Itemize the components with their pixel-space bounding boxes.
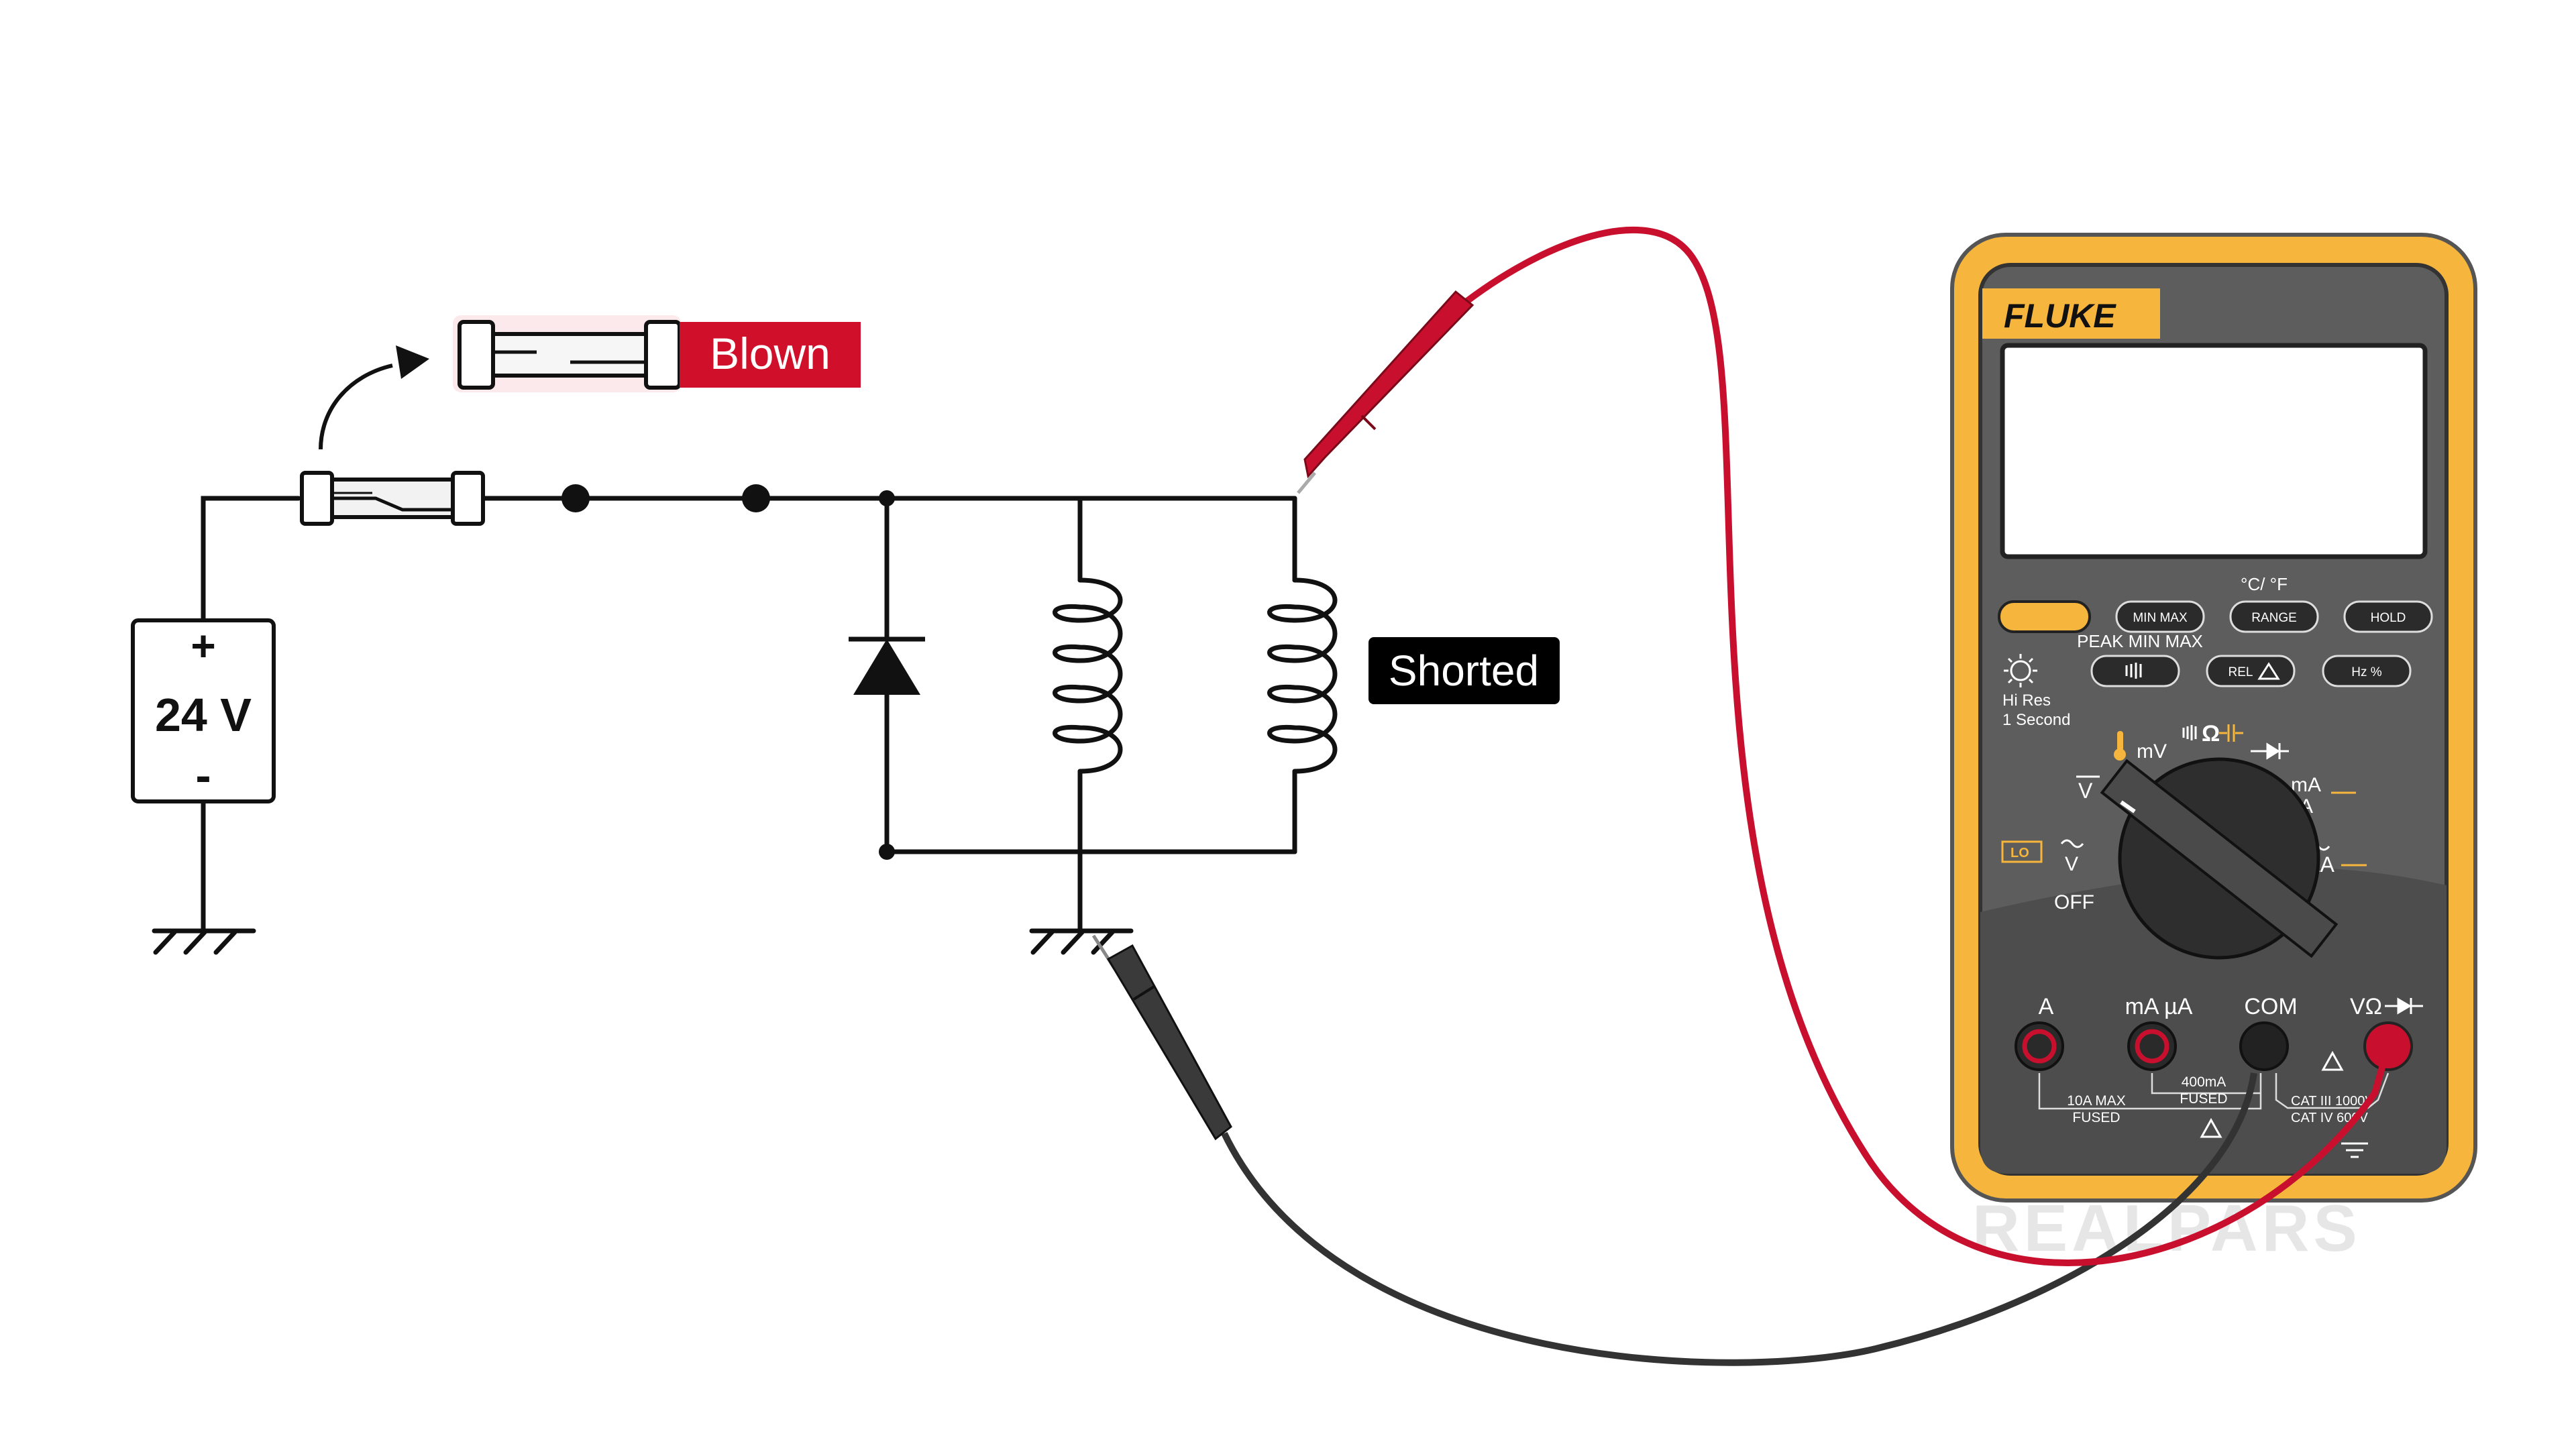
ground-symbol-left xyxy=(152,928,256,955)
hz-button[interactable]: Hz % xyxy=(2322,655,2412,687)
callout-arrow xyxy=(319,345,429,450)
junction-dots xyxy=(561,484,895,860)
jack-a-label: A xyxy=(2039,994,2054,1019)
fuse-10a-line1: 10A MAX xyxy=(2067,1093,2126,1109)
svg-text:HOLD: HOLD xyxy=(2371,611,2406,625)
fuse-400ma-line2: FUSED xyxy=(2180,1091,2227,1107)
dial-vdc-label: V xyxy=(2078,779,2093,803)
relay-coil-2 xyxy=(1267,577,1338,774)
jack-diode-icon xyxy=(2385,997,2423,1015)
rel-button[interactable]: REL xyxy=(2206,655,2296,687)
jack-bracket-lines xyxy=(2038,1072,2390,1110)
warning-icon xyxy=(2200,1050,2344,1138)
jack-com[interactable] xyxy=(2239,1021,2289,1071)
range-button[interactable]: RANGE xyxy=(2229,600,2319,633)
black-test-lead xyxy=(1091,934,2257,1366)
svg-text:LO: LO xyxy=(2010,846,2029,860)
beeper-button[interactable] xyxy=(2090,655,2180,687)
dial-off-label: OFF xyxy=(2054,891,2094,913)
circuit-wiring xyxy=(201,496,1297,932)
hold-button[interactable]: HOLD xyxy=(2343,600,2433,633)
cat-rating-line1: CAT III 1000V xyxy=(2291,1094,2374,1109)
realpars-watermark: REALPARS xyxy=(1972,1191,2361,1265)
capacitor-icon xyxy=(2219,724,2243,742)
dial-pointer xyxy=(2120,800,2136,814)
lo-icon: LO xyxy=(2001,840,2043,863)
jack-ma-ua[interactable] xyxy=(2127,1021,2177,1071)
shorted-badge: Shorted xyxy=(1368,637,1560,704)
one-second-label: 1 Second xyxy=(2002,711,2070,729)
svg-text:RANGE: RANGE xyxy=(2251,611,2297,625)
ground-icon-meter xyxy=(2341,1142,2368,1158)
sun-icon xyxy=(2004,654,2037,687)
thermometer-icon xyxy=(2114,731,2126,761)
relay-coil-1 xyxy=(1053,577,1123,774)
jack-ma-ua-label: mA µA xyxy=(2125,994,2193,1019)
fuse-10a-line2: FUSED xyxy=(2072,1110,2120,1125)
fuse-enlarged: Blown xyxy=(453,315,861,392)
flyback-diode xyxy=(849,636,925,695)
meter-brand: FLUKE xyxy=(2004,297,2116,335)
ac-symbol xyxy=(2060,839,2084,848)
svg-text:MIN MAX: MIN MAX xyxy=(2133,611,2188,625)
supply-minus: - xyxy=(195,749,211,801)
red-test-lead xyxy=(1297,226,2392,1266)
rotary-dial[interactable] xyxy=(2100,757,2339,960)
jack-com-label: COM xyxy=(2244,994,2297,1019)
dial-mv-label: mV xyxy=(2137,740,2167,763)
temp-unit-label: °C/ °F xyxy=(2241,574,2288,594)
jack-a[interactable] xyxy=(2015,1021,2064,1071)
fuse-400ma-line1: 400mA xyxy=(2182,1074,2226,1090)
continuity-icon xyxy=(2182,725,2197,740)
dial-vac-label: V xyxy=(2065,853,2078,875)
peak-minmax-label: PEAK MIN MAX xyxy=(2077,631,2203,651)
jack-v-ohm-label: VΩ xyxy=(2350,994,2382,1019)
voltage-source: + 24 V - xyxy=(131,618,276,803)
dial-ohm-label: Ω xyxy=(2202,721,2220,746)
sound-icon xyxy=(2125,663,2142,679)
supply-voltage-label: 24 V xyxy=(155,689,252,741)
supply-plus: + xyxy=(191,622,215,670)
dial-ma-label: mA xyxy=(2291,774,2321,796)
svg-text:Hz %: Hz % xyxy=(2351,665,2382,679)
fuse-in-circuit xyxy=(300,471,485,526)
diode-icon xyxy=(2251,742,2289,760)
meter-display xyxy=(2000,343,2428,559)
fluke-multimeter: FLUKE °C/ °F MIN MAX RANGE HOLD PEAK MIN… xyxy=(1950,233,2477,1203)
hires-label: Hi Res xyxy=(2002,691,2051,710)
fuse-status-label: Blown xyxy=(710,329,830,378)
delta-icon xyxy=(2257,662,2280,680)
coil-status-label: Shorted xyxy=(1389,647,1539,695)
ground-symbol-right xyxy=(1029,928,1134,955)
yellow-function-button[interactable] xyxy=(1998,600,2091,633)
svg-text:REL: REL xyxy=(2229,665,2253,679)
minmax-button[interactable]: MIN MAX xyxy=(2115,600,2205,633)
